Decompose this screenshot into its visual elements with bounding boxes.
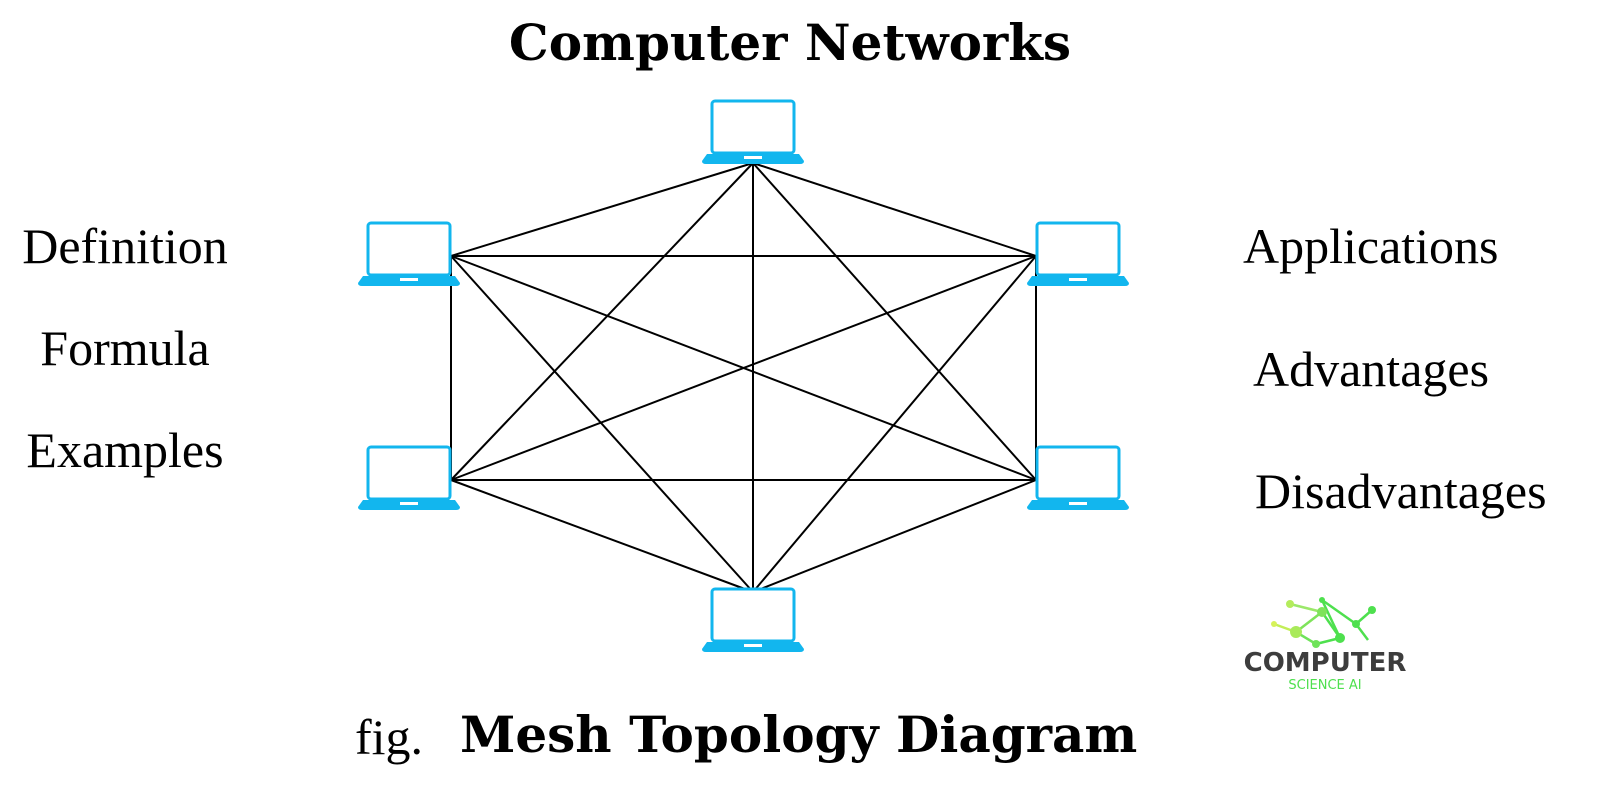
mesh-link-top-upper-left	[450, 162, 754, 257]
topic-examples: Examples	[26, 422, 224, 478]
topic-formula: Formula	[40, 320, 210, 376]
laptop-icon-lower-right	[1027, 445, 1129, 510]
laptop-icon-bottom	[702, 587, 804, 652]
network-molecule-icon	[1271, 597, 1376, 648]
mesh-nodes	[358, 99, 1129, 652]
mesh-link-top-upper-right	[752, 162, 1037, 257]
mesh-link-bottom-lower-left	[450, 479, 754, 593]
mesh-link-top-lower-left	[450, 162, 754, 481]
mesh-link-upper-right-bottom	[752, 255, 1037, 593]
topic-disadvantages: Disadvantages	[1255, 463, 1547, 519]
logo-main-text: COMPUTER	[1243, 648, 1407, 678]
topic-advantages: Advantages	[1253, 341, 1490, 397]
laptop-icon-upper-right	[1027, 221, 1129, 286]
topic-definition: Definition	[22, 218, 228, 274]
mesh-link-top-lower-right	[752, 162, 1037, 481]
laptop-icon-lower-left	[358, 445, 460, 510]
computer-science-ai-logo: COMPUTER SCIENCE AI	[1230, 592, 1420, 704]
mesh-link-bottom-upper-left	[450, 255, 754, 593]
logo-sub-text: SCIENCE AI	[1288, 678, 1362, 693]
laptop-icon-top	[702, 99, 804, 164]
page-title: Computer Networks	[508, 13, 1072, 72]
laptop-icon-upper-left	[358, 221, 460, 286]
topic-applications: Applications	[1243, 218, 1499, 274]
figure-caption: fig. Mesh Topology Diagram	[0, 705, 1600, 775]
mesh-link-lower-right-upper-left	[450, 255, 1037, 481]
mesh-links	[450, 162, 1037, 593]
caption-prefix: fig.	[355, 709, 424, 765]
mesh-link-lower-right-bottom	[752, 479, 1037, 593]
caption-title: Mesh Topology Diagram	[460, 705, 1138, 764]
